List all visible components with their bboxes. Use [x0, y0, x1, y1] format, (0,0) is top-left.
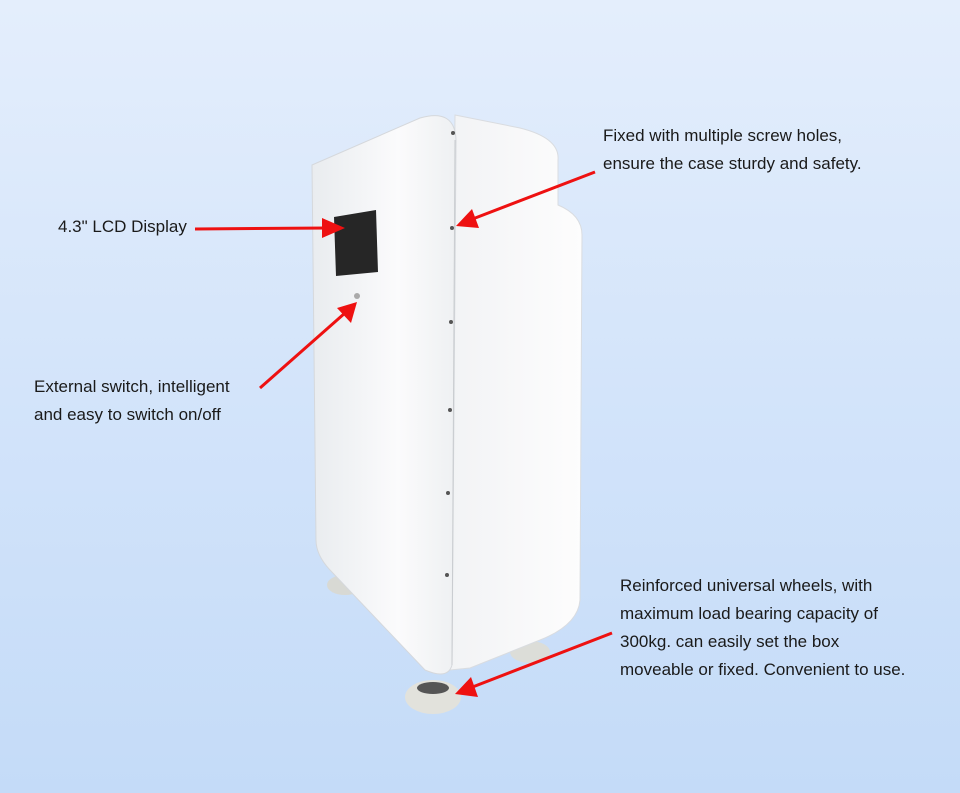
label-line: and easy to switch on/off [34, 405, 221, 424]
arrow-lcd [194, 226, 329, 231]
callout-arrows [194, 170, 613, 697]
label-line: Reinforced universal wheels, with [620, 576, 873, 595]
label-line: Fixed with multiple screw holes, [603, 126, 843, 145]
switch-label: External switch, intelligent and easy to… [34, 373, 230, 429]
arrow-wheels [469, 631, 613, 690]
label-line: maximum load bearing capacity of [620, 604, 878, 623]
label-line: External switch, intelligent [34, 377, 230, 396]
lcd-display [334, 210, 378, 276]
arrow-screws [469, 170, 596, 222]
power-switch [354, 293, 360, 299]
label-line: 300kg. can easily set the box [620, 632, 840, 651]
label-line: moveable or fixed. Convenient to use. [620, 660, 906, 679]
lcd-display-label: 4.3" LCD Display [58, 217, 187, 236]
label-line: ensure the case sturdy and safety. [603, 154, 862, 173]
screw-holes-label: Fixed with multiple screw holes, ensure … [603, 122, 862, 178]
battery-cabinet [311, 114, 583, 714]
arrow-switch [259, 311, 346, 390]
wheels-label: Reinforced universal wheels, with maximu… [620, 572, 905, 684]
screw-holes [445, 131, 455, 577]
wheel-mount [417, 682, 449, 694]
